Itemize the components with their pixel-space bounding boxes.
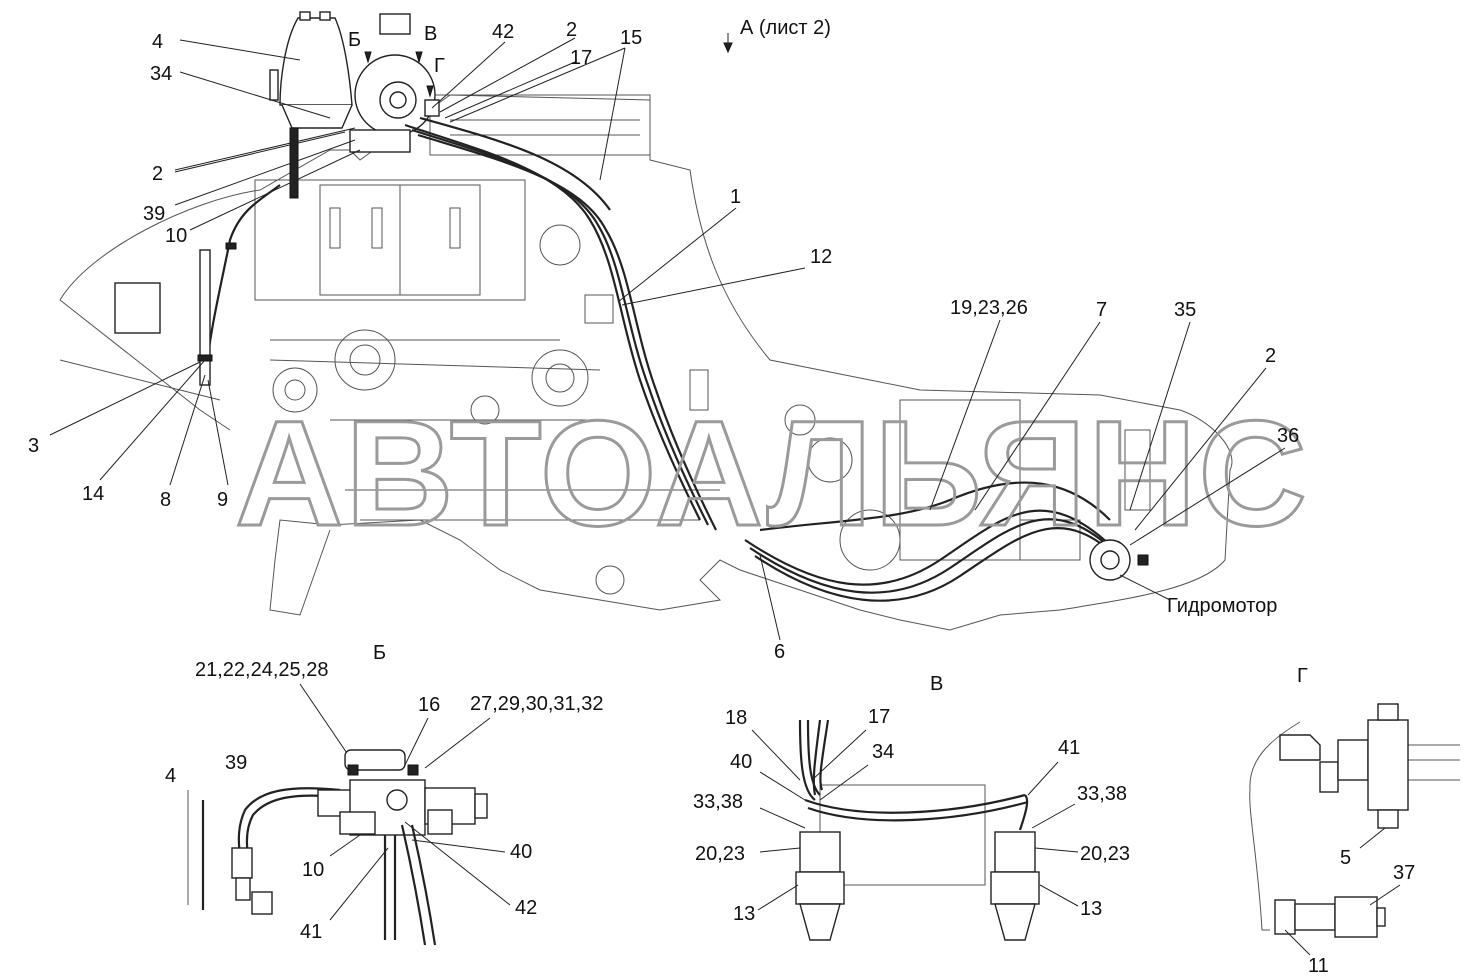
callout-10: 10 [165,225,187,247]
callout-14: 14 [82,483,104,505]
callout-42: 42 [492,21,514,43]
arrow-b-icon [364,51,372,64]
main-callouts: 4 34 2 39 10 Б В Г 42 2 17 15 1 12 3 14 … [28,19,1299,663]
detail-b-callout-39: 39 [225,752,247,774]
callout-2-right: 2 [1265,345,1276,367]
detail-b-callout-10: 10 [302,859,324,881]
callout-b: Б [348,29,361,51]
detail-v-callout-17: 17 [868,706,890,728]
detail-v-callout-41: 41 [1058,737,1080,759]
view-marker-a: А (лист 2) [723,17,831,54]
detail-v-callout-33-left: 33,38 [693,791,743,813]
detail-v-callout-13-right: 13 [1080,898,1102,920]
detail-b-callout-27: 27,29,30,31,32 [470,693,603,715]
callout-hydromotor: Гидромотор [1167,595,1277,617]
callout-2-top: 2 [566,19,577,41]
callout-8: 8 [160,489,171,511]
detail-g-callout-37: 37 [1393,862,1415,884]
detail-b: Б 21,22,24,25,28 16 27,29,30,31,32 4 39 [165,642,603,946]
callout-15: 15 [620,27,642,49]
callout-9: 9 [217,489,228,511]
detail-g-callout-5: 5 [1340,847,1351,869]
detail-b-callout-42: 42 [515,897,537,919]
callout-g: Г [434,55,445,77]
main-hoses [197,116,1121,602]
callout-7: 7 [1096,299,1107,321]
detail-b-callout-40: 40 [510,841,532,863]
detail-g-title: Г [1297,665,1308,687]
callout-1: 1 [730,186,741,208]
arrow-g-icon [426,85,434,98]
callout-4: 4 [152,31,163,53]
detail-v-callout-34: 34 [872,741,894,763]
detail-g-callout-11: 11 [1308,955,1329,975]
detail-b-callout-4: 4 [165,765,176,787]
callout-3: 3 [28,435,39,457]
callout-12: 12 [810,246,832,268]
detail-b-callout-16: 16 [418,694,440,716]
detail-v-callout-20-right: 20,23 [1080,843,1130,865]
callout-6: 6 [774,641,785,663]
square-marker [114,282,161,334]
view-marker-label: А (лист 2) [740,17,831,39]
watermark-text: АВТОАЛЬЯНС [235,389,1309,557]
detail-v-callout-20-left: 20,23 [695,843,745,865]
hydromotor [1089,539,1149,581]
detail-v-callout-33-right: 33,38 [1077,783,1127,805]
callout-v: В [424,23,437,45]
oil-tank [269,11,353,129]
callout-39: 39 [143,203,165,225]
distributor-block [349,13,440,153]
callout-19-23-26: 19,23,26 [950,297,1028,319]
detail-v-callout-18: 18 [725,707,747,729]
detail-g: Г 5 37 11 [1249,665,1460,977]
detail-b-callout-41: 41 [300,921,322,943]
detail-v-callout-13-left: 13 [733,903,755,925]
callout-17: 17 [570,47,592,69]
callout-35: 35 [1174,299,1196,321]
callout-36: 36 [1277,425,1299,447]
arrow-v-icon [415,51,423,64]
detail-b-callout-21: 21,22,24,25,28 [195,659,328,681]
callout-2-left: 2 [152,163,163,185]
machine-outline [59,94,1233,631]
detail-v-title: В [930,673,943,695]
callout-34: 34 [150,63,172,85]
detail-v: В 18 17 40 34 41 33,38 33,38 20,23 20,23… [693,673,1130,941]
detail-v-callout-40: 40 [730,751,752,773]
detail-b-title: Б [373,642,386,664]
